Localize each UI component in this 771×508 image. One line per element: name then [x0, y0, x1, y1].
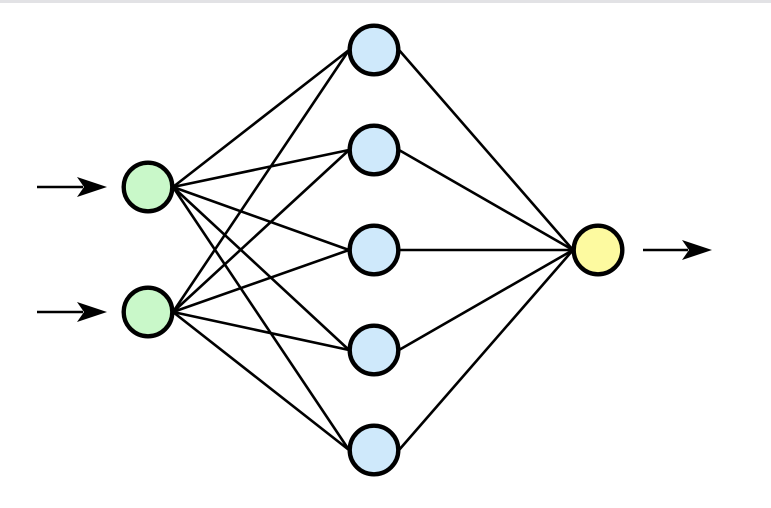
- node-output-1: [571, 223, 625, 277]
- node-input-1: [121, 160, 175, 214]
- edge-input-2-hidden-1: [171, 49, 351, 313]
- edge-input-2-hidden-3: [172, 248, 350, 314]
- node-hidden-4: [347, 323, 401, 377]
- edge-input-2-hidden-2: [172, 149, 350, 313]
- window-top-border: [0, 0, 771, 3]
- edge-input-1-hidden-2: [172, 148, 350, 189]
- node-hidden-5: [347, 423, 401, 477]
- edge-input-1-hidden-4: [172, 186, 350, 351]
- edge-hidden-2-output-1: [398, 148, 574, 252]
- input-arrow-1-head: [77, 177, 107, 197]
- node-hidden-3: [347, 223, 401, 277]
- node-input-2: [121, 285, 175, 339]
- edge-input-1-hidden-1: [172, 48, 350, 189]
- edge-hidden-5-output-1: [398, 249, 574, 451]
- edge-input-2-hidden-5: [172, 310, 350, 452]
- input-arrow-2-head: [77, 302, 107, 322]
- edge-hidden-1-output-1: [398, 49, 574, 251]
- node-hidden-2: [347, 123, 401, 177]
- output-arrow-1-head: [682, 240, 712, 260]
- node-hidden-1: [347, 23, 401, 77]
- edge-input-1-hidden-3: [172, 185, 350, 252]
- edge-input-1-hidden-5: [171, 186, 351, 451]
- edge-hidden-4-output-1: [398, 248, 574, 352]
- edge-input-2-hidden-4: [172, 310, 350, 352]
